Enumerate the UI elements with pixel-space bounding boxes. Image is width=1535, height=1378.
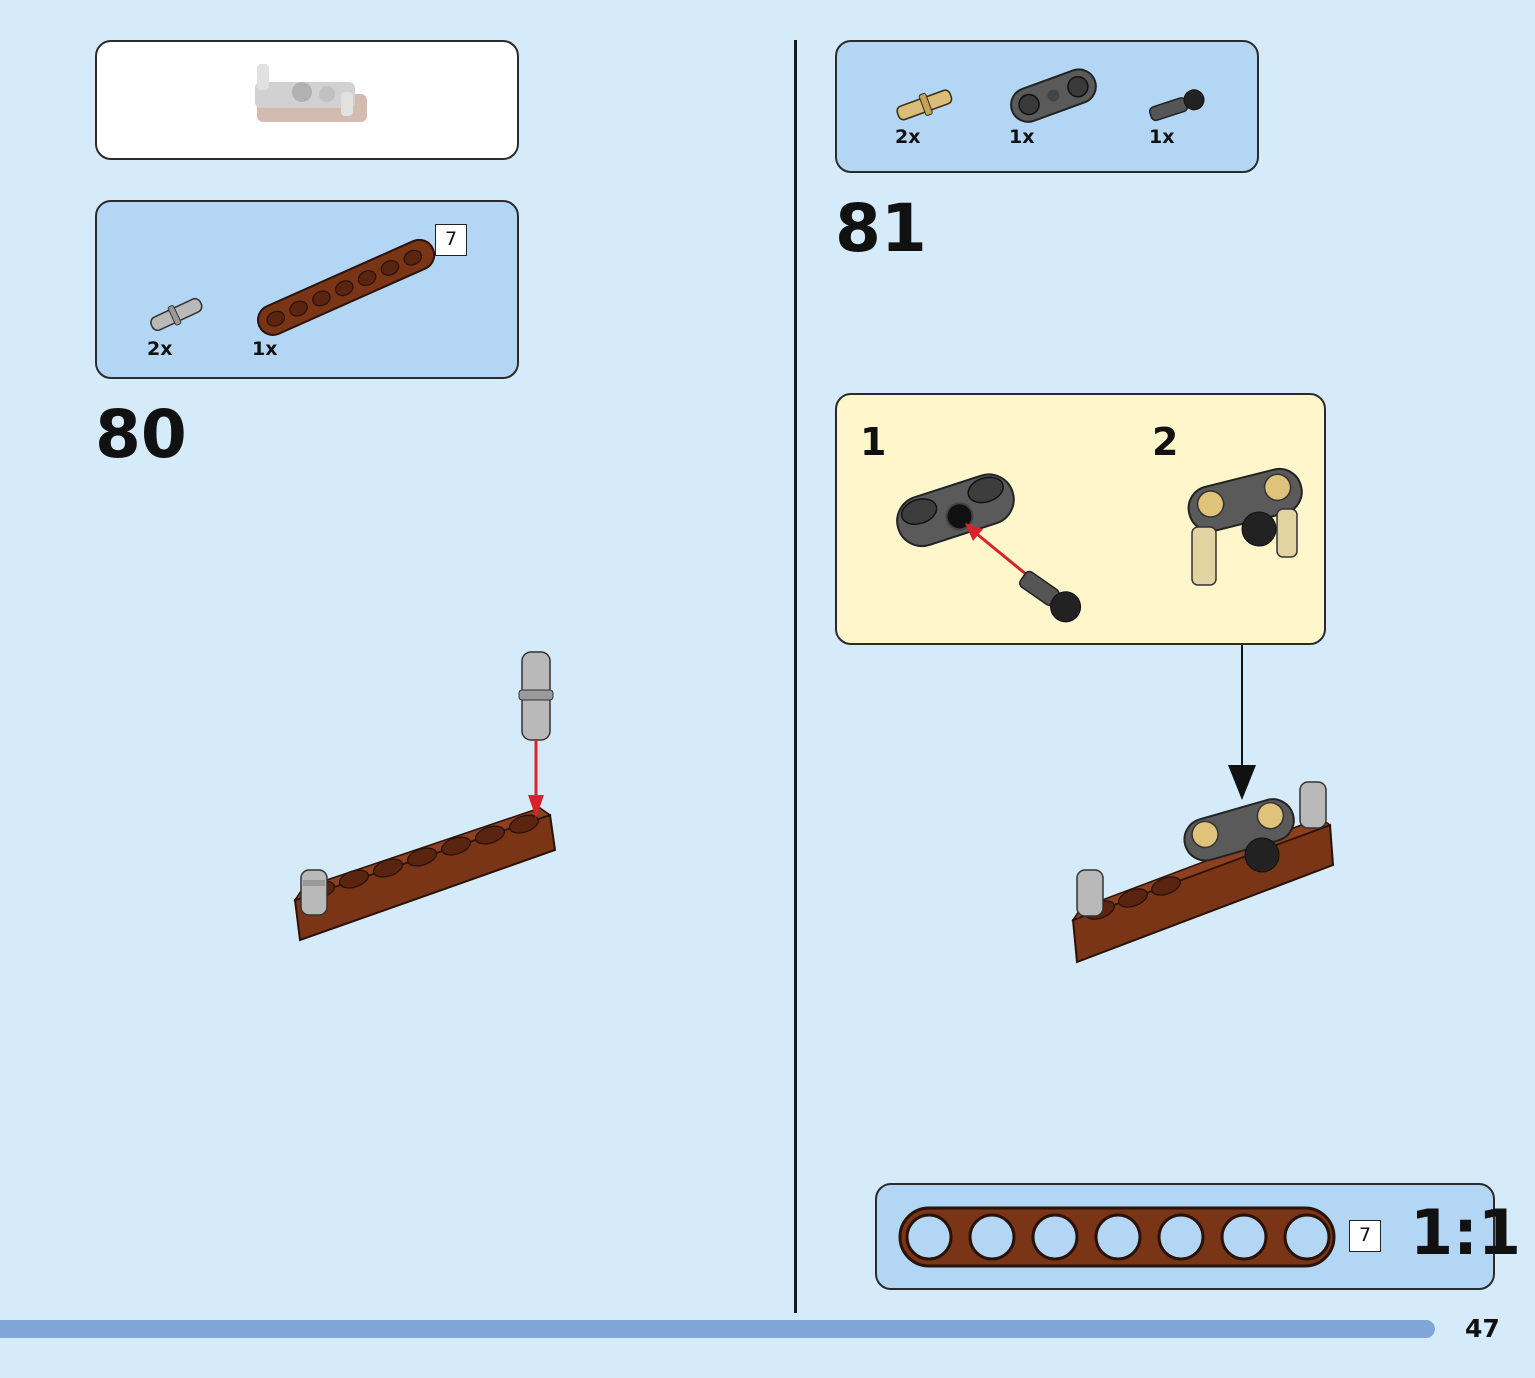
progress-bar <box>0 1320 1435 1338</box>
substep-2-illustration <box>1187 467 1303 586</box>
tan-axle-pin-icon <box>896 89 953 121</box>
beam-length-label: 7 <box>435 224 467 256</box>
sub-assembly-callout: 1 2 <box>835 393 1326 645</box>
substep-number-1: 1 <box>860 420 887 464</box>
scale-ratio-label: 1:1 <box>1410 1196 1522 1269</box>
part-qty-ball-pin: 1x <box>1149 126 1175 148</box>
callout-placement-arrow <box>1228 645 1256 800</box>
step-80-assembly-illustration <box>293 651 557 942</box>
part-qty-connector: 1x <box>1009 126 1035 148</box>
page-divider <box>794 40 797 1313</box>
page-number: 47 <box>1465 1314 1500 1343</box>
parts-list-step-80: 2x 1x 7 <box>95 200 519 379</box>
gray-pin-icon <box>150 297 203 332</box>
part-qty-brown-beam: 1x <box>252 338 278 360</box>
beam-1-to-1-scale-icon <box>898 1206 1336 1268</box>
parts-list-step-81: 2x 1x 1x <box>835 40 1259 173</box>
part-qty-tan-pin: 2x <box>895 126 921 148</box>
scale-beam-length-label: 7 <box>1349 1220 1381 1252</box>
previous-assembly-callout <box>95 40 519 160</box>
substep-number-2: 2 <box>1152 420 1179 464</box>
ball-joint-pin-icon <box>1148 89 1205 122</box>
dark-gray-connector-icon <box>1010 68 1097 123</box>
brown-beam-7-icon <box>257 238 436 336</box>
previous-assembly-icon <box>255 64 367 122</box>
step-81-assembly-illustration <box>1071 781 1335 964</box>
step-number-80: 80 <box>95 396 187 473</box>
substep-1-illustration <box>896 473 1082 623</box>
step-number-81: 81 <box>835 190 927 267</box>
scale-guide-box: 7 <box>875 1183 1495 1290</box>
part-qty-gray-pin: 2x <box>147 338 173 360</box>
